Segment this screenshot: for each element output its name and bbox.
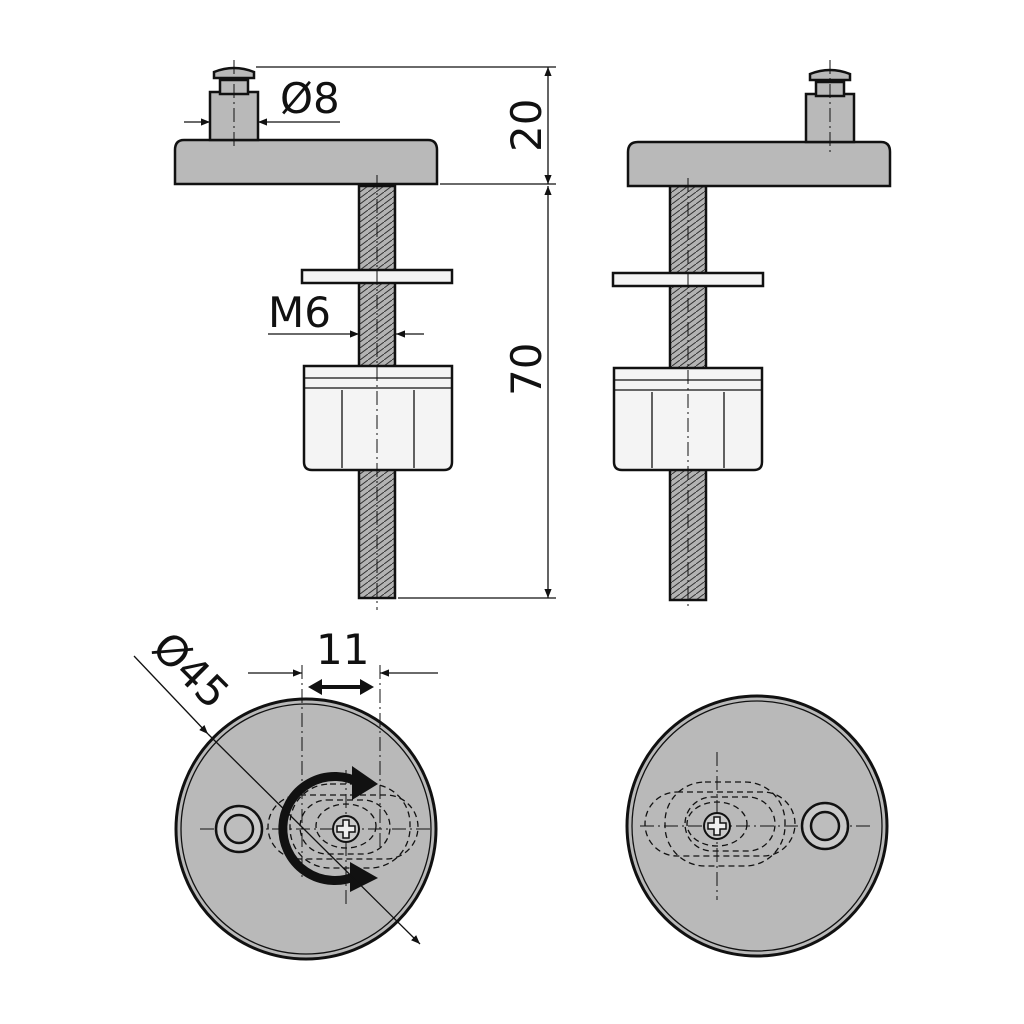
pin-height-label: 20	[502, 99, 551, 152]
dimension-bolt-length: 70	[398, 186, 556, 599]
hinge-plate	[173, 138, 439, 186]
cap-disc	[625, 694, 889, 958]
bolt-length-label: 70	[502, 343, 551, 396]
pin-diameter-label: Ø8	[280, 74, 340, 123]
right-side-view	[611, 60, 892, 610]
hinge-pin	[804, 68, 856, 144]
rotation-arrow-icon	[278, 766, 378, 892]
dimension-thread-size: M6	[268, 288, 424, 338]
dimension-adjustment-range: 11	[248, 625, 438, 695]
right-top-view	[625, 694, 889, 958]
phillips-screw-head	[332, 815, 360, 843]
cap-diameter-label: Ø45	[143, 622, 239, 718]
dimension-pin-diameter: Ø8	[184, 74, 340, 126]
left-side-view	[173, 60, 454, 610]
phillips-screw-head	[703, 812, 731, 840]
dimension-pin-height: 20	[256, 66, 556, 185]
screw-hole	[800, 801, 850, 851]
thread-size-label: M6	[268, 288, 331, 337]
adjustment-range-label: 11	[316, 625, 369, 674]
expansion-nut	[302, 364, 454, 472]
screw-hole	[214, 804, 264, 854]
left-top-view: Ø45 11	[133, 622, 438, 961]
hinge-plate	[626, 140, 892, 188]
